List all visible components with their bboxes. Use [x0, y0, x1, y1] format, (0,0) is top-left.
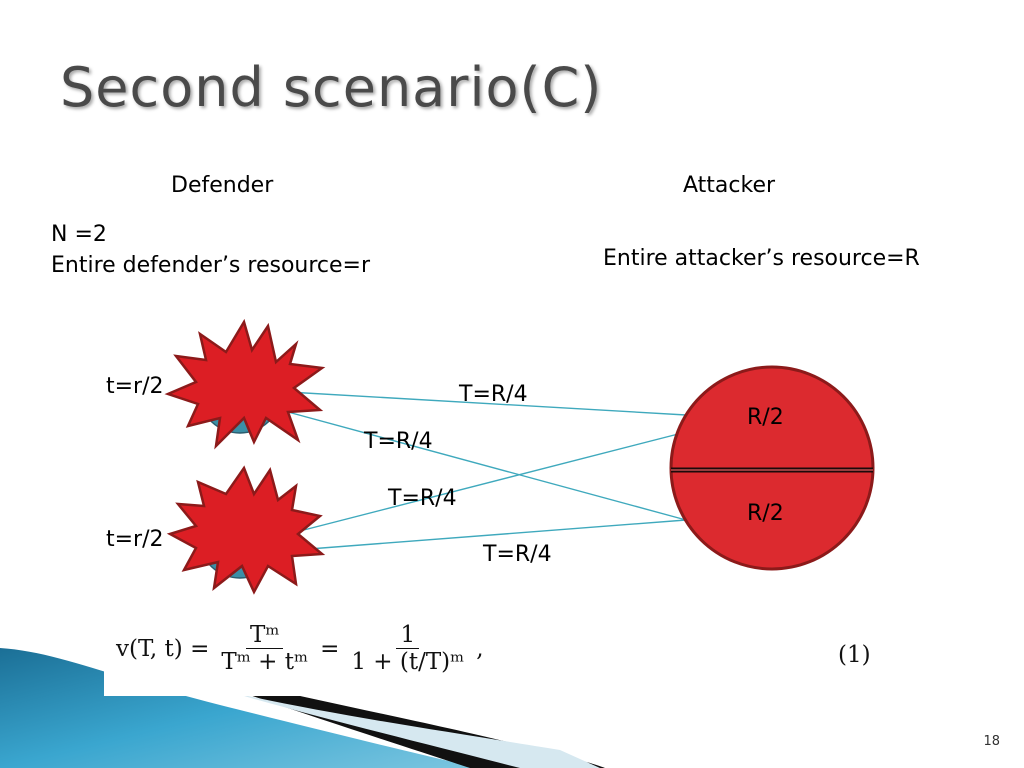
equation-number: (1) — [838, 642, 871, 668]
defender-target-1 — [164, 318, 326, 450]
formula-fraction-1: Tᵐ Tᵐ + tᵐ — [217, 622, 312, 675]
formula-fraction-1-numerator: Tᵐ — [245, 622, 284, 649]
formula-panel — [104, 616, 470, 696]
formula-fraction-2-denominator: 1 + (t/T)ᵐ — [351, 649, 465, 675]
formula-fraction-2-numerator: 1 — [396, 622, 420, 649]
defender-count: N =2 — [51, 222, 107, 247]
formula-lhs: v(T, t) = — [116, 635, 210, 662]
link-label-4: T=R/4 — [483, 542, 552, 567]
link-line-1 — [287, 391, 687, 416]
target-1-label: t=r/2 — [106, 374, 164, 399]
slide-number: 18 — [983, 734, 1000, 749]
link-line-2 — [287, 411, 687, 521]
formula-tail: , — [476, 635, 484, 662]
target-2-label: t=r/2 — [106, 527, 164, 552]
attacker-half-bottom-label: R/2 — [747, 501, 784, 526]
link-line-4 — [295, 519, 687, 551]
defender-target-2 — [166, 465, 326, 595]
link-label-1: T=R/4 — [459, 382, 528, 407]
formula: v(T, t) = Tᵐ Tᵐ + tᵐ = 1 1 + (t/T)ᵐ , — [116, 622, 484, 675]
attacker-heading: Attacker — [683, 173, 776, 198]
formula-equals: = — [320, 635, 340, 662]
link-label-3: T=R/4 — [388, 486, 457, 511]
formula-fraction-1-denominator: Tᵐ + tᵐ — [221, 649, 309, 675]
link-label-2: T=R/4 — [364, 429, 433, 454]
slide-title: Second scenario(C) — [60, 56, 603, 119]
attacker-resource: Entire attacker’s resource=R — [603, 246, 920, 271]
formula-fraction-2: 1 1 + (t/T)ᵐ — [347, 622, 468, 675]
attacker-circle — [669, 365, 875, 571]
defender-resource: Entire defender’s resource=r — [51, 253, 371, 278]
attacker-half-top-label: R/2 — [747, 405, 784, 430]
defender-heading: Defender — [171, 173, 274, 198]
link-line-3 — [295, 431, 687, 533]
